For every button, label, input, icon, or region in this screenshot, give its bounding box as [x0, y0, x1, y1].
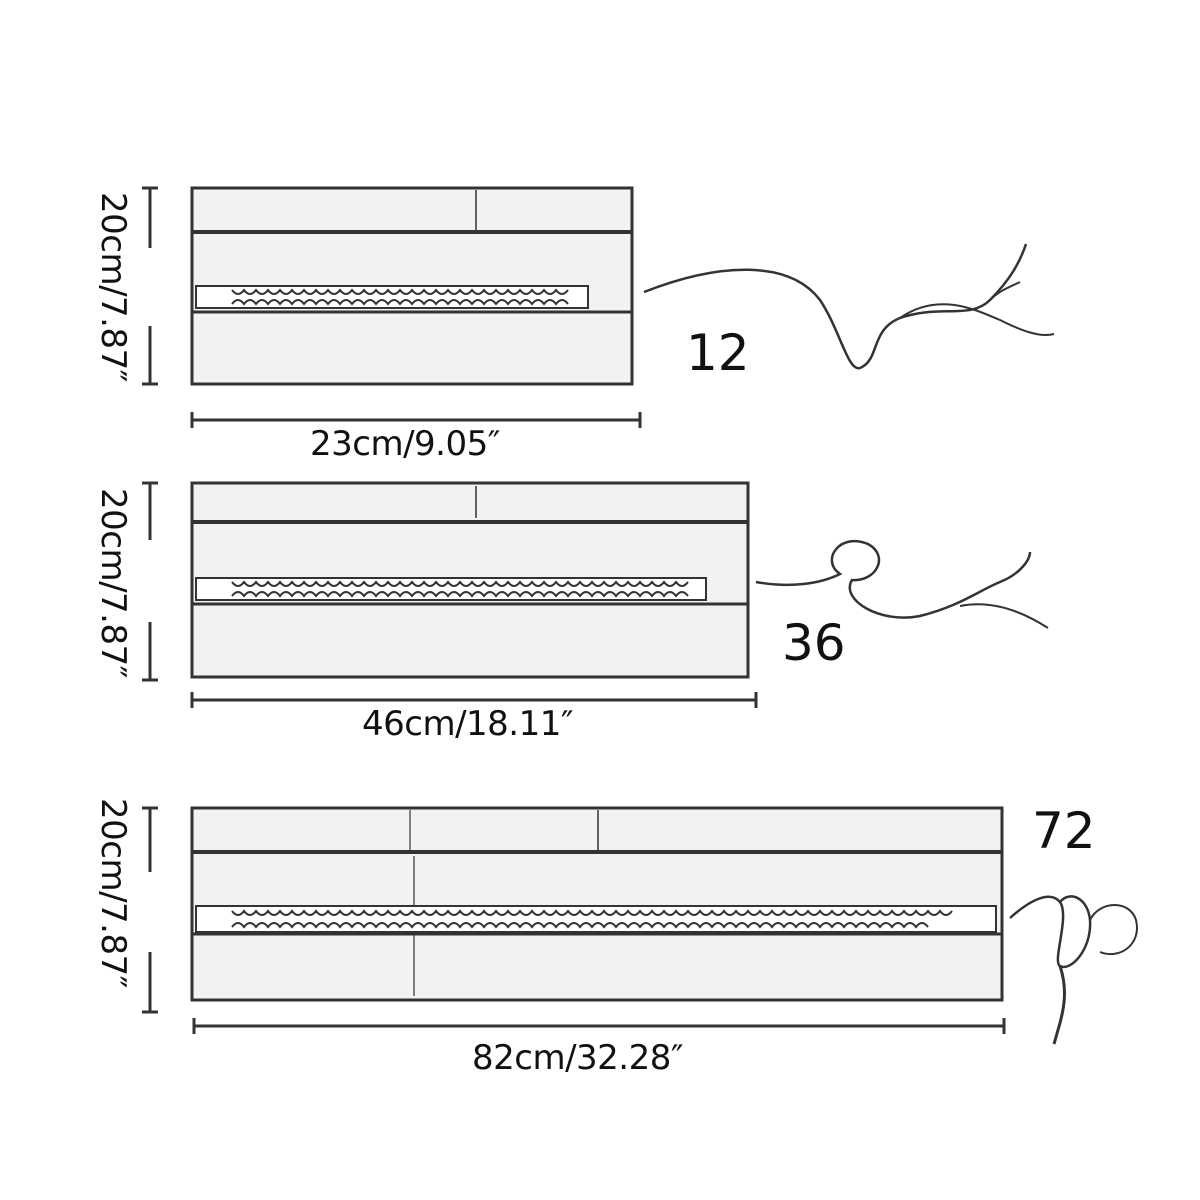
- led-count: 12: [686, 324, 750, 382]
- width-label: 23cm/9.05″: [310, 424, 500, 464]
- power-cable: [1009, 895, 1092, 969]
- fixture-large: 20cm/7.87″ 82cm/32.28″ 72: [93, 798, 1138, 1078]
- width-label: 46cm/18.11″: [362, 704, 574, 744]
- fixture-medium-drawing: [142, 481, 1049, 708]
- power-cable: [755, 539, 1032, 619]
- fixture-small: 20cm/7.87″ 23cm/9.05″ 12: [0, 0, 1200, 470]
- fixture-large-drawing: [142, 806, 1138, 1045]
- led-count: 72: [1032, 802, 1096, 860]
- lamp-body: [190, 806, 1004, 1002]
- fixture-small-drawing: [142, 186, 1055, 428]
- led-count: 36: [782, 614, 846, 672]
- width-label: 82cm/32.28″: [472, 1038, 684, 1078]
- fixture-medium: 20cm/7.87″ 46cm/18.11″ 36: [93, 481, 1049, 744]
- height-label: 20cm/7.87″: [93, 798, 133, 988]
- led-strip: [195, 905, 997, 933]
